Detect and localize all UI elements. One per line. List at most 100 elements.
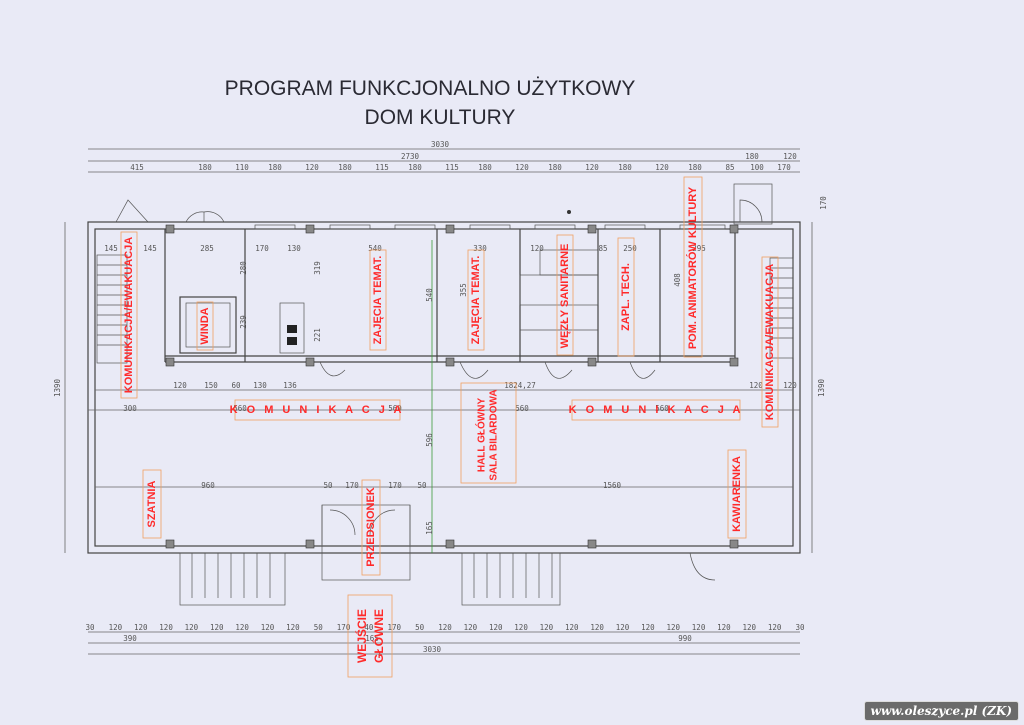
dimension-label: 120 [590,623,604,632]
title-line-1: PROGRAM FUNKCJONALNO UŻYTKOWY [225,77,636,100]
dimension-label: 120 [438,623,452,632]
dimension-label: 415 [130,163,144,172]
svg-text:ZAPL. TECH.: ZAPL. TECH. [620,263,632,331]
dimension-label: 170 [388,481,402,490]
dimension-label: 280 [239,261,248,275]
dimension-label: 560 [233,404,247,413]
watermark: www.oleszyce.pl (ZK) [863,701,1019,721]
dimension-label: 120 [530,244,544,253]
dimension-label: 30 [85,623,95,632]
dimension-label: 120 [210,623,224,632]
dimension-label: 145 [143,244,157,253]
dimension-label: 60 [231,381,241,390]
dim-top-right-a: 180 [745,152,759,161]
dim-bottom-sub-2: 165 [365,634,379,643]
svg-text:K O M U N I K A C J A: K O M U N I K A C J A [230,404,405,416]
dimension-label: 150 [204,381,218,390]
dimension-label: 120 [514,623,528,632]
dimension-label: 136 [283,381,297,390]
dimension-label: 295 [692,244,706,253]
svg-text:GŁÓWNE: GŁÓWNE [371,609,386,663]
room-label-zapl-tech: ZAPL. TECH. [617,237,635,357]
dimension-label: 170 [345,481,359,490]
room-label-pom-animatorow: POM. ANIMATORÓW KULTURY [683,176,703,358]
building-outer-wall [87,221,801,554]
dimension-label: 120 [743,623,757,632]
dimension-label: 540 [368,244,382,253]
dimension-label: 180 [618,163,632,172]
dimension-label: 960 [201,481,215,490]
room-label-komunikacja-hall-1: K O M U N I K A C J A [230,399,405,421]
dimension-label: 40 [364,623,374,632]
dimension-label: 285 [200,244,214,253]
dimension-label: 110 [235,163,249,172]
dim-bottom-sub-1: 390 [123,634,137,643]
dimension-label: 180 [548,163,562,172]
dimension-label: 1560 [603,481,622,490]
dimension-label: 115 [445,163,459,172]
room-label-zajecia-2: ZAJĘCIA TEMAT. [467,249,485,351]
dimension-label: 120 [768,623,782,632]
stairs-right [733,183,794,359]
dim-top-right-b: 120 [783,152,797,161]
svg-text:KOMUNIKACJA/EWAKUACJA: KOMUNIKACJA/EWAKUACJA [764,264,776,421]
room-label-wezly-sanitarne: WĘZŁY SANITARNE [556,234,574,356]
svg-text:WINDA: WINDA [199,307,211,344]
dimension-label: 120 [666,623,680,632]
dimension-label: 130 [287,244,301,253]
entrance-stairs [179,504,561,606]
dimension-label: 300 [123,404,137,413]
stairs-left [96,254,128,364]
dim-top-inner: 2730 [401,152,420,161]
svg-text:WĘZŁY SANITARNE: WĘZŁY SANITARNE [559,244,571,349]
dimension-label: 50 [415,623,425,632]
dimension-label: 165 [425,521,434,535]
dimension-label: 120 [235,623,249,632]
dimension-label: 540 [425,288,434,302]
dim-bottom-total: 3030 [423,645,442,654]
svg-text:SALA BILARDOWA: SALA BILARDOWA [489,389,500,480]
room-label-komunikacja-left: KOMUNIKACJA/EWAKUACJA [120,231,138,399]
dimension-label: 120 [641,623,655,632]
dimension-label: 120 [159,623,173,632]
svg-text:HALL GŁÓWNY: HALL GŁÓWNY [475,398,488,473]
dimension-label: 180 [688,163,702,172]
dimension-label: 408 [673,273,682,287]
dimension-label: 120 [655,163,669,172]
dimension-label: 120 [692,623,706,632]
dimension-label: 120 [540,623,554,632]
svg-text:K O M U N I K A C J A: K O M U N I K A C J A [569,404,744,416]
dimension-label: 221 [313,328,322,342]
dimension-label: 560 [515,404,529,413]
room-label-przedsionek: PRZEDSIONEK [361,479,381,576]
dimension-label: 120 [305,163,319,172]
room-label-zajecia-1: ZAJĘCIA TEMAT. [369,249,387,351]
title-line-2: DOM KULTURY [365,106,516,129]
dimension-label: 120 [464,623,478,632]
dimension-label: 250 [623,244,637,253]
dimension-label: 170 [255,244,269,253]
svg-text:POM. ANIMATORÓW KULTURY: POM. ANIMATORÓW KULTURY [686,186,699,349]
dimension-label: 50 [417,481,427,490]
room-label-hall-glowny: HALL GŁÓWNY SALA BILARDOWA [460,382,517,484]
dimension-label: 85 [725,163,734,172]
room-label-wejscie-glowne: WEJŚCIE GŁÓWNE [347,594,393,678]
dimension-label: 85 [598,244,607,253]
dimension-label: 120 [717,623,731,632]
svg-text:ZAJĘCIA TEMAT.: ZAJĘCIA TEMAT. [470,256,482,345]
dimension-label: 120 [173,381,187,390]
dimension-label: 120 [489,623,503,632]
dimension-label: 560 [388,404,402,413]
dimension-label: 120 [749,381,763,390]
room-label-komunikacja-hall-2: K O M U N I K A C J A [569,399,744,421]
building-inner-wall [94,228,794,547]
svg-text:KAWIARENKA: KAWIARENKA [731,456,743,532]
dimension-label: 30 [795,623,805,632]
dimension-label: 120 [109,623,123,632]
dimension-label: 120 [134,623,148,632]
svg-text:WEJŚCIE: WEJŚCIE [354,609,369,663]
